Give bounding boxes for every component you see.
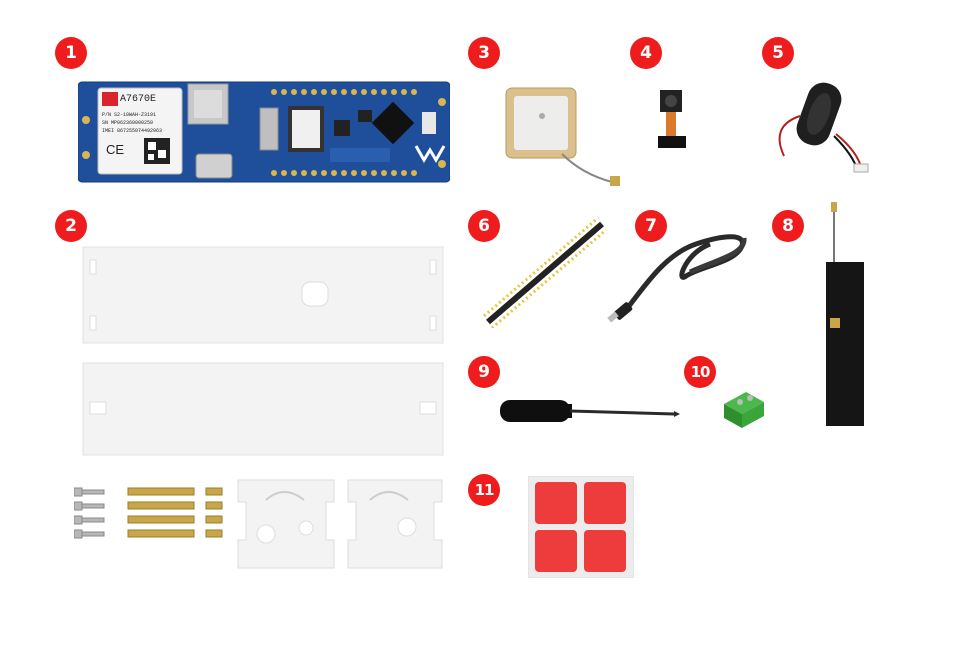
item-number-badge: 8 <box>772 210 804 242</box>
item-number-badge: 5 <box>762 37 794 69</box>
screwdriver <box>498 396 680 426</box>
module-sn-label: SN MP062360000250 <box>102 120 154 126</box>
flex-antenna <box>822 202 866 428</box>
screw-terminal <box>720 390 766 430</box>
acrylic-plate-bottom <box>82 362 444 456</box>
item-number-badge: 11 <box>468 474 500 506</box>
item-number-badge: 3 <box>468 37 500 69</box>
ce-mark: CE <box>106 142 125 157</box>
item-number-badge: 2 <box>55 210 87 242</box>
module-pn-label: P/N S2-10WAH-Z3191 <box>102 112 157 118</box>
module-model-label: A7670E <box>120 94 157 105</box>
item-number-badge: 4 <box>630 37 662 69</box>
adhesive-pads <box>528 476 634 578</box>
usb-c-cable <box>606 214 754 326</box>
item-number-badge: 7 <box>635 210 667 242</box>
acrylic-bracket-right <box>346 478 444 570</box>
item-number-badge: 1 <box>55 37 87 69</box>
screws-and-standoffs <box>74 486 224 542</box>
item-number-badge: 10 <box>684 356 716 388</box>
dev-board: A7670E P/N S2-10WAH-Z3191 SN MP062360000… <box>78 80 450 184</box>
speaker <box>774 76 884 176</box>
gps-ceramic-antenna <box>502 84 632 190</box>
item-number-badge: 6 <box>468 210 500 242</box>
item-number-badge: 9 <box>468 356 500 388</box>
acrylic-bracket-left <box>236 478 336 570</box>
module-imei-label: IMEI 867255074492963 <box>102 128 163 134</box>
acrylic-plate-top <box>82 246 444 344</box>
pin-header <box>482 218 608 328</box>
camera-module <box>652 88 692 154</box>
